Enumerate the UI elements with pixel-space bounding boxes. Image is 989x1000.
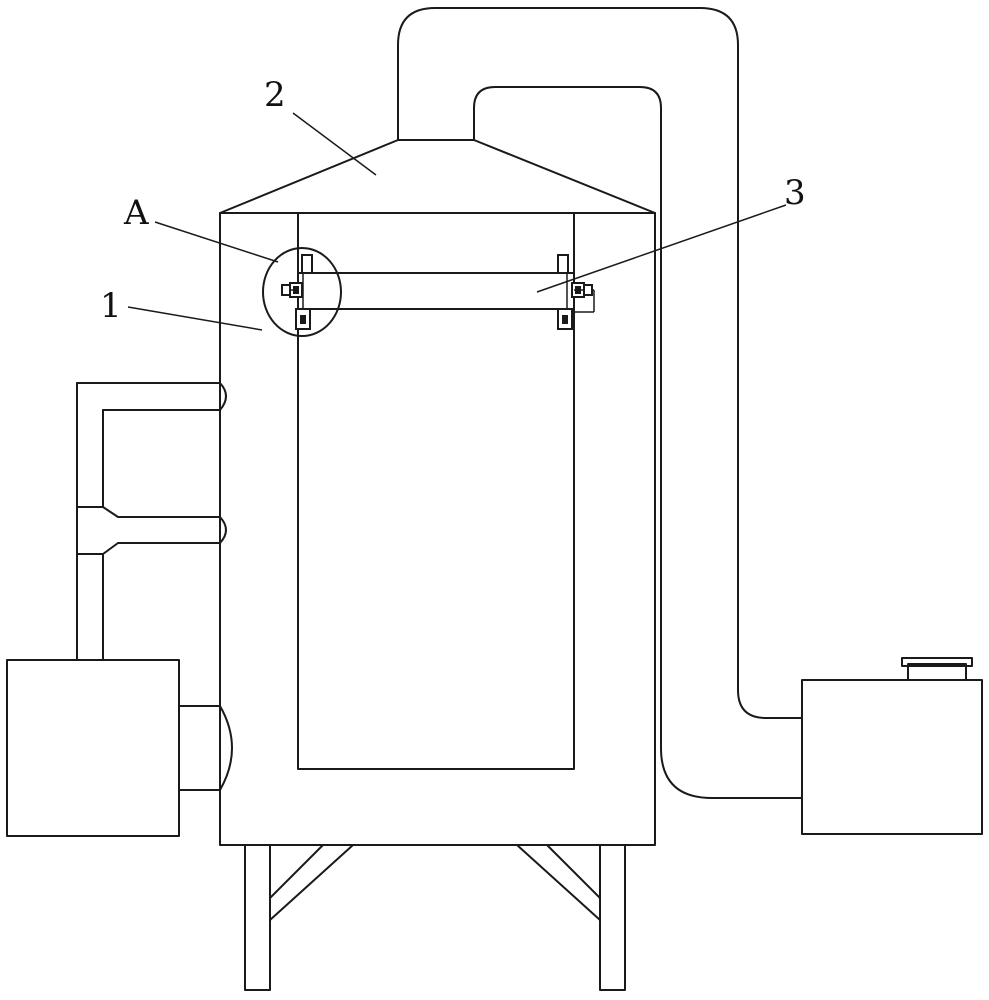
leader-line-3 [536,204,787,293]
detail-circle-a [262,247,342,337]
left-clamp-assembly [281,254,313,330]
right-tank-box [801,679,983,835]
support-frame [244,844,626,991]
lower-connector-pipe [178,705,233,791]
label-a: A [123,193,149,233]
label-1: 1 [100,286,122,326]
inner-chamber [297,212,575,770]
leader-line-2 [292,112,377,176]
tank-cap [901,657,973,667]
leader-line-1 [127,306,263,331]
leader-line-a [154,221,279,263]
left-pump-box [6,659,180,837]
upper-inlet-pipe [76,382,227,411]
outer-exhaust-duct [397,7,803,719]
hood-cover [219,139,656,214]
tower-body [219,212,656,846]
inner-exhaust-duct [473,86,803,799]
tank-cap-neck [907,663,967,681]
label-3: 3 [784,173,806,213]
label-2: 2 [264,75,286,115]
middle-branch-pipe [76,506,227,555]
right-clamp-assembly [557,254,595,330]
